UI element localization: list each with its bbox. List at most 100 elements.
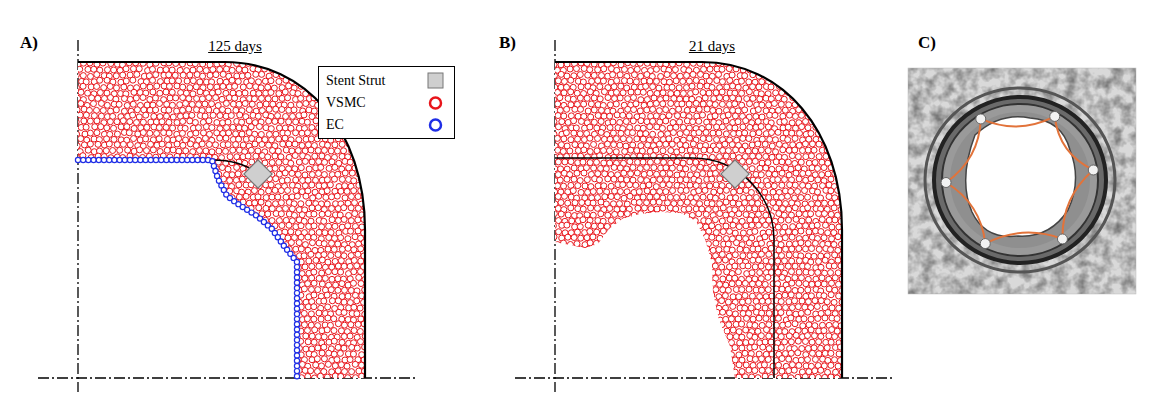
vsmc-cell	[187, 164, 193, 170]
vsmc-cell	[209, 242, 215, 248]
vsmc-cell	[70, 310, 76, 316]
vsmc-cell	[187, 118, 193, 124]
vsmc-cell	[88, 189, 94, 195]
vsmc-cell	[122, 199, 128, 205]
vsmc-cell	[167, 246, 173, 252]
vsmc-cell	[166, 130, 172, 136]
vsmc-cell	[148, 293, 154, 299]
vsmc-cell	[187, 281, 193, 287]
vsmc-cell	[187, 131, 193, 137]
vsmc-cell	[180, 107, 186, 113]
vsmc-cell	[199, 294, 205, 300]
vsmc-cell	[80, 247, 86, 253]
vsmc-cell	[173, 212, 179, 218]
vsmc-cell	[139, 246, 145, 252]
vsmc-cell	[310, 195, 316, 201]
vsmc-cell	[133, 224, 139, 230]
vsmc-cell	[161, 178, 167, 184]
vsmc-cell	[266, 188, 272, 194]
vsmc-cell	[148, 189, 154, 195]
vsmc-cell	[206, 257, 212, 263]
vsmc-cell	[228, 253, 234, 259]
vsmc-cell	[174, 270, 180, 276]
vsmc-cell	[157, 195, 163, 201]
vsmc-cell	[126, 246, 132, 252]
vsmc-cell	[246, 282, 252, 288]
vsmc-cell	[190, 218, 196, 224]
vsmc-cell	[80, 73, 86, 79]
strut-marks	[941, 111, 1098, 248]
vsmc-cell	[74, 247, 80, 253]
vsmc-cell	[329, 298, 335, 304]
vsmc-cell	[78, 136, 84, 142]
vsmc-cell	[253, 153, 259, 159]
vsmc-cell	[123, 276, 129, 282]
vsmc-cell	[323, 194, 329, 200]
vsmc-cell	[141, 258, 147, 264]
vsmc-cell	[272, 165, 278, 171]
vsmc-cell	[239, 235, 245, 241]
vsmc-cell	[210, 217, 216, 223]
vsmc-cell	[131, 218, 137, 224]
vsmc-cell	[174, 177, 180, 183]
vsmc-cell	[81, 164, 87, 170]
vsmc-cell	[279, 106, 285, 112]
vsmc-cell	[202, 101, 208, 107]
vsmc-cell	[177, 172, 183, 178]
vsmc-cell	[111, 229, 117, 235]
vsmc-cell	[196, 229, 202, 235]
vsmc-cell	[153, 258, 159, 264]
vsmc-cell	[315, 55, 321, 61]
vsmc-cell	[153, 292, 159, 298]
vsmc-cell	[81, 178, 87, 184]
vsmc-cell	[115, 247, 121, 253]
vsmc-cell	[140, 280, 146, 286]
vsmc-cell	[90, 183, 96, 189]
vsmc-cell	[230, 124, 236, 130]
vsmc-cell	[97, 171, 103, 177]
vsmc-cell	[164, 240, 170, 246]
vsmc-cell	[163, 230, 169, 236]
vsmc-cell	[186, 201, 192, 207]
vsmc-cell	[140, 224, 146, 230]
vsmc-cell	[286, 60, 292, 66]
vsmc-cell	[135, 269, 141, 275]
vsmc-cell	[136, 171, 142, 177]
vsmc-cell	[123, 66, 129, 72]
vsmc-cell	[204, 217, 210, 223]
vsmc-cell	[140, 130, 146, 136]
vsmc-cell	[183, 113, 189, 119]
vsmc-cell	[85, 274, 91, 280]
vsmc-cell	[190, 183, 196, 189]
vsmc-cell	[226, 271, 232, 277]
vsmc-cell	[94, 223, 100, 229]
vsmc-cell	[285, 305, 291, 311]
vsmc-cell	[300, 73, 306, 79]
vsmc-cell	[230, 205, 236, 211]
vsmc-cell	[71, 171, 77, 177]
vsmc-cell	[157, 183, 163, 189]
vsmc-cell	[283, 67, 289, 73]
vsmc-cell	[166, 189, 172, 195]
vsmc-cell	[355, 54, 361, 60]
vsmc-cell	[104, 275, 110, 281]
vsmc-cell	[70, 114, 76, 120]
vsmc-cell	[71, 79, 77, 85]
vsmc-cell	[238, 304, 244, 310]
vsmc-cell	[236, 101, 242, 107]
vsmc-cell	[153, 223, 159, 229]
vsmc-cell	[75, 176, 81, 182]
vsmc-cell	[170, 263, 176, 269]
vsmc-cell	[91, 217, 97, 223]
vsmc-cell	[130, 112, 136, 118]
vsmc-cell	[242, 276, 248, 282]
vsmc-cell	[191, 193, 197, 199]
vsmc-cell	[268, 126, 274, 132]
vsmc-cell	[171, 194, 177, 200]
vsmc-cell	[97, 229, 103, 235]
vsmc-cell	[117, 147, 123, 153]
vsmc-cell	[226, 222, 232, 228]
vsmc-cell	[257, 263, 263, 269]
